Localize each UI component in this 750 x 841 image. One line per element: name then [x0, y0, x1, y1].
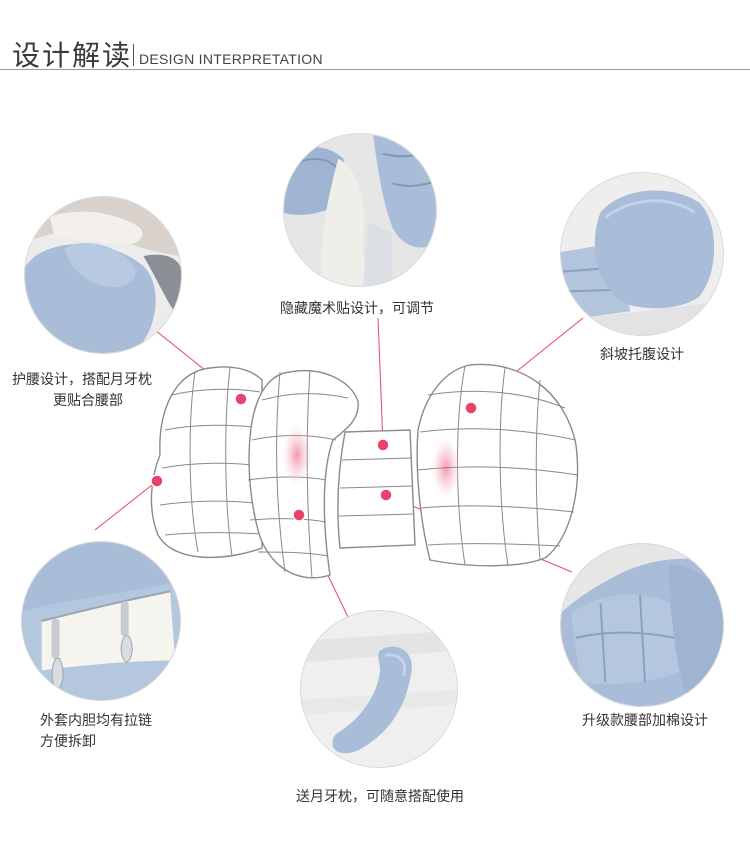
- leader-velcro: [377, 317, 384, 446]
- caption-velcro: 隐藏魔术贴设计，可调节: [280, 299, 434, 320]
- right-wedge-outline: [416, 363, 579, 567]
- caption-lumbar-line2: 更贴合腰部: [53, 393, 123, 409]
- caption-crescent-line1: 送月牙枕，可随意搭配使用: [296, 789, 464, 805]
- title-separator: [133, 44, 134, 66]
- caption-velcro-line1: 隐藏魔术贴设计，可调节: [280, 301, 434, 317]
- dot-velcro: [376, 438, 390, 452]
- caption-zipper-line2: 方便拆卸: [40, 734, 96, 750]
- leader-zipper: [94, 480, 158, 531]
- caption-zipper-line1: 外套内胆均有拉链: [40, 713, 152, 729]
- header-rule: [0, 69, 750, 70]
- detail-photo-zipper: [21, 541, 181, 701]
- center-strap-outline: [337, 429, 416, 549]
- dot-zipper: [150, 474, 164, 488]
- caption-lumbar: 护腰设计，搭配月牙枕 更贴合腰部: [12, 370, 152, 412]
- caption-crescent: 送月牙枕，可随意搭配使用: [296, 787, 464, 808]
- caption-cotton: 升级款腰部加棉设计: [582, 711, 708, 732]
- detail-photo-crescent: [300, 610, 458, 768]
- caption-lumbar-line1: 护腰设计，搭配月牙枕: [12, 372, 152, 388]
- section-title-cn: 设计解读: [12, 39, 133, 72]
- detail-photo-lumbar: [24, 196, 182, 354]
- accent-dots: [150, 392, 478, 522]
- detail-photo-velcro: [283, 133, 437, 287]
- caption-slope-line1: 斜坡托腹设计: [600, 347, 684, 363]
- dot-slope: [464, 401, 478, 415]
- crescent-outline: [247, 369, 359, 579]
- detail-photo-slope: [560, 172, 724, 336]
- dot-crescent: [292, 508, 306, 522]
- caption-slope: 斜坡托腹设计: [600, 345, 684, 366]
- caption-cotton-line1: 升级款腰部加棉设计: [582, 713, 708, 729]
- left-wedge-outline: [150, 366, 263, 559]
- section-header: 设计解读 DESIGN INTERPRETATION: [0, 0, 750, 72]
- dot-cotton: [379, 488, 393, 502]
- caption-zipper: 外套内胆均有拉链 方便拆卸: [40, 711, 152, 753]
- dot-lumbar: [234, 392, 248, 406]
- detail-photo-cotton: [560, 543, 724, 707]
- section-title-en: DESIGN INTERPRETATION: [139, 51, 323, 67]
